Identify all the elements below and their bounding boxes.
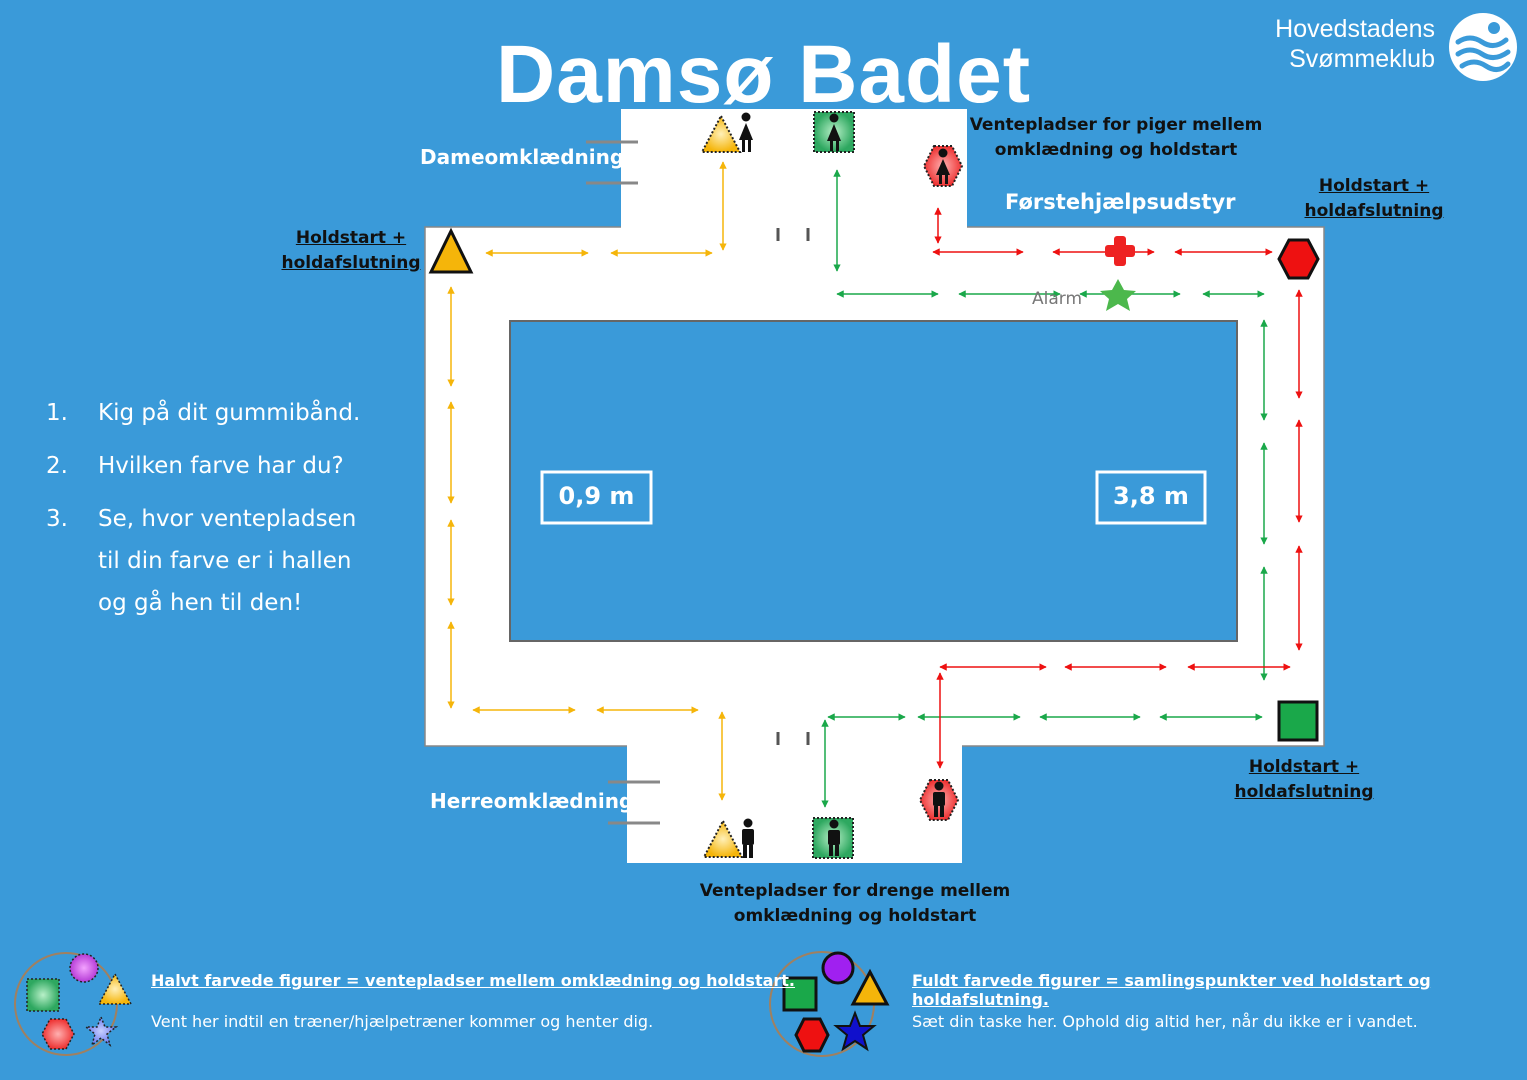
waiting-girls-line1: Ventepladser for piger mellem <box>969 115 1263 135</box>
red-route-arrows <box>932 207 1303 769</box>
holdstart-green-line2: holdafslutning <box>1234 782 1374 802</box>
first-aid-cross-icon <box>1105 236 1135 266</box>
step-3-text: Se, hvor ventepladsen til din farve er i… <box>98 506 357 616</box>
herre-door-lines <box>608 780 660 825</box>
dame-door-lines <box>586 140 638 185</box>
legend-full-title: Fuldt farvede figurer = samlingspunkter … <box>912 971 1431 1009</box>
holdstart-label-yellow: Holdstart + holdafslutning <box>276 226 426 276</box>
alarm-label: Alarm <box>1032 289 1083 309</box>
girls-yellow-waiting-icon <box>700 112 753 153</box>
boys-red-waiting-icon <box>918 779 960 821</box>
club-name-line2: Svømmeklub <box>1289 45 1435 73</box>
step-3-number: 3. <box>46 506 68 532</box>
red-hexagon-gathering-icon <box>1277 238 1320 280</box>
step-1: 1. Kig på dit gummibånd. <box>46 392 378 434</box>
instruction-steps: 1. Kig på dit gummibånd. 2. Hvilken farv… <box>46 392 378 624</box>
holdstart-green-line1: Holdstart + <box>1248 757 1360 777</box>
waiting-girls-label: Ventepladser for piger mellem omklædning… <box>966 113 1266 163</box>
depth-shallow-label: 0,9 m <box>558 482 635 510</box>
green-route-arrows <box>821 169 1268 808</box>
boys-yellow-waiting-icon <box>702 818 754 858</box>
holdstart-red-line2: holdafslutning <box>1304 201 1444 221</box>
depth-deep-label: 3,8 m <box>1113 482 1189 510</box>
swimmer-logo-icon <box>1449 13 1517 81</box>
waiting-boys-line2: omklædning og holdstart <box>733 906 977 926</box>
page-title: Damsø Badet <box>495 29 1032 120</box>
club-name-line1: Hovedstadens <box>1275 15 1435 43</box>
holdstart-label-green: Holdstart + holdafslutning <box>1229 755 1379 805</box>
legend-half-colored-shapes <box>14 952 133 1056</box>
step-3: 3. Se, hvor ventepladsen til din farve e… <box>46 498 378 624</box>
holdstart-red-line1: Holdstart + <box>1318 176 1430 196</box>
step-1-text: Kig på dit gummibånd. <box>98 400 361 426</box>
holdstart-yellow-line1: Holdstart + <box>295 228 407 248</box>
waiting-boys-line1: Ventepladser for drenge mellem <box>699 881 1011 901</box>
girls-red-waiting-icon <box>922 145 964 187</box>
holdstart-label-red: Holdstart + holdafslutning <box>1299 174 1449 224</box>
legend-half-desc: Vent her indtil en træner/hjælpetræner k… <box>151 1012 654 1031</box>
pool <box>509 320 1238 642</box>
door-markers <box>776 228 810 745</box>
holdstart-yellow-line2: holdafslutning <box>281 253 421 273</box>
yellow-triangle-gathering-icon <box>428 227 474 274</box>
step-2: 2. Hvilken farve har du? <box>46 445 378 487</box>
dame-changing-label: Dameomklædning <box>420 145 625 169</box>
legend-full-desc: Sæt din taske her. Ophold dig altid her,… <box>912 1012 1418 1031</box>
step-2-text: Hvilken farve har du? <box>98 453 344 479</box>
girls-green-waiting-icon <box>813 111 855 153</box>
alarm-star-icon <box>1100 279 1136 311</box>
depth-box-deep <box>1095 470 1207 525</box>
club-logo-text: Hovedstadens Svømmeklub <box>1275 14 1435 74</box>
step-2-number: 2. <box>46 453 68 479</box>
waiting-boys-label: Ventepladser for drenge mellem omklædnin… <box>695 879 1015 929</box>
yellow-route-arrows <box>447 161 727 801</box>
herre-changing-room <box>627 744 962 863</box>
legend-half-title: Halvt farvede figurer = ventepladser mel… <box>151 971 796 990</box>
boys-green-waiting-icon <box>812 817 854 859</box>
herre-changing-label: Herreomklædning <box>430 789 634 813</box>
dame-changing-room <box>621 109 967 229</box>
depth-box-shallow <box>540 470 653 525</box>
green-square-gathering-icon <box>1277 700 1319 742</box>
legend-full-colored-shapes <box>769 951 890 1057</box>
first-aid-label: Førstehjælpsudstyr <box>1005 190 1236 214</box>
step-1-number: 1. <box>46 400 68 426</box>
waiting-girls-line2: omklædning og holdstart <box>994 140 1238 160</box>
